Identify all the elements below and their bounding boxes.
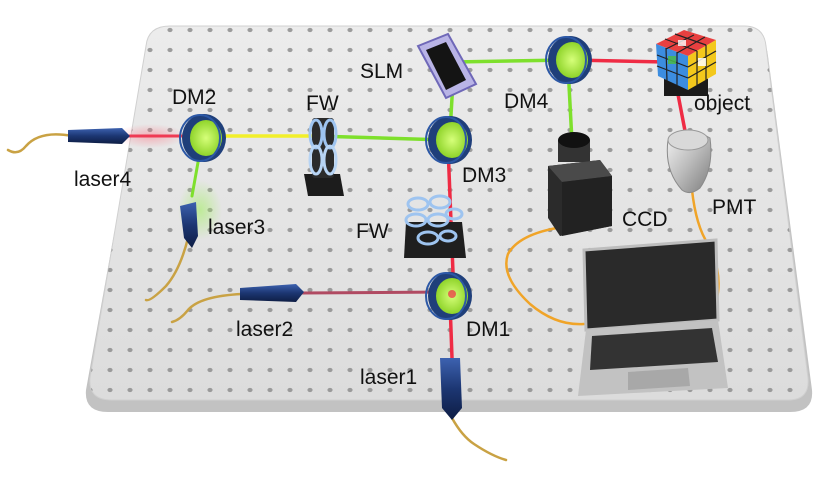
slm-device [416,32,478,100]
label-dm4: DM4 [504,90,549,113]
dm1-mirror [425,272,472,320]
laser4-fiber [6,133,74,154]
label-laser2: laser2 [236,318,293,341]
label-dm3: DM3 [462,164,506,187]
laser4-head [68,128,130,144]
label-dm2: DM2 [172,86,216,109]
laser3-head [180,202,198,248]
dm4-mirror [545,36,592,84]
label-laser1: laser1 [360,366,417,389]
labels: SLM DM2 FW DM4 object laser4 DM3 FW CCD … [74,60,757,389]
label-ccd: CCD [622,208,668,231]
label-pmt: PMT [712,196,757,219]
laser-head-icon [240,284,304,302]
label-object: object [694,92,750,115]
laser-head-icon [440,358,462,420]
laser2-fiber [170,292,244,324]
label-fw-middle: FW [356,220,389,243]
filter-wheel-top [304,118,344,196]
object-cube [656,30,717,96]
rubiks-cube-object-icon [656,30,717,90]
dm3-mirror [425,116,472,164]
dichroic-mirror-icon [190,120,222,156]
laser1-head [440,358,462,420]
label-dm1: DM1 [466,318,510,341]
laser1-fiber [450,416,508,462]
laptop-computer [578,238,728,396]
laser-head-icon [180,202,198,248]
dichroic-mirror-icon [556,42,588,78]
laptop-icon [582,238,720,332]
laser2-head [240,284,304,302]
ccd-cable [505,224,586,326]
dm2-mirror [179,114,226,162]
laser3-fiber [144,236,190,302]
laser-head-icon [68,128,130,144]
dichroic-mirror-icon [436,122,468,158]
label-laser4: laser4 [74,168,132,191]
beam-laser2-darkred [300,290,448,295]
label-slm: SLM [360,60,403,83]
label-laser3: laser3 [208,216,265,239]
label-fw-top: FW [306,92,339,115]
pmt-detector [666,129,712,194]
ccd-camera [548,132,612,236]
beam-fw-dm3-green [314,134,448,142]
filter-wheel-middle [404,194,466,258]
filter-wheel-icon [404,194,464,246]
filter-wheel-icon [304,174,344,196]
